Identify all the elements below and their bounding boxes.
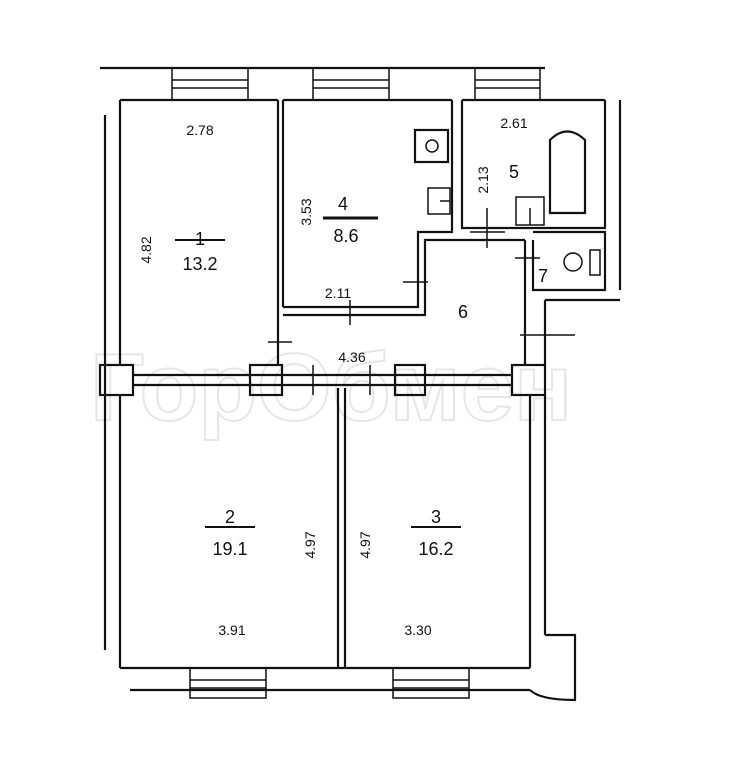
plan-line	[425, 139, 439, 153]
plan-line	[413, 128, 450, 164]
room-area: 16.2	[418, 539, 453, 559]
room-number: 3	[431, 507, 441, 527]
dimensions-room3-length-label: 4.97	[357, 531, 373, 558]
plan-line	[474, 67, 541, 101]
plan-line	[189, 667, 267, 699]
dimensions-room1-length-label: 4.82	[138, 236, 154, 263]
fixtures	[413, 128, 601, 276]
dimensions-room2-length-label: 4.97	[302, 531, 318, 558]
dimensions-room4-length-label: 3.53	[298, 198, 314, 225]
window	[171, 67, 249, 101]
plan-line	[283, 238, 525, 317]
room-labels: 1 13.2 2 19.1 3 16.2 4 8.6 5 6 7	[175, 162, 548, 559]
room-number: 2	[225, 507, 235, 527]
room-number: 6	[458, 302, 468, 322]
doors	[268, 208, 575, 395]
room-number: 4	[338, 194, 348, 214]
column	[98, 363, 135, 397]
dimensions-room1-width-label: 2.78	[186, 122, 213, 138]
room-number: 5	[509, 162, 519, 182]
dimensions-corridor-width-label: 4.36	[338, 349, 365, 365]
window	[189, 667, 267, 699]
dimensions-room3-width-label: 3.30	[404, 622, 431, 638]
dimensions-room4-width-label: 2.11	[325, 285, 351, 301]
room-number: 7	[538, 266, 548, 286]
room-area: 19.1	[212, 539, 247, 559]
plan-line	[563, 252, 583, 272]
plan-line	[529, 633, 577, 702]
plan-line	[312, 67, 390, 101]
column	[393, 363, 427, 397]
window	[312, 67, 390, 101]
dimensions-room5-length-label: 2.13	[475, 166, 491, 193]
walls	[98, 66, 622, 702]
column	[248, 363, 284, 397]
window	[392, 667, 470, 699]
plan-line	[531, 230, 607, 292]
plan-line	[589, 249, 601, 276]
dimensions-room5-width-label: 2.61	[500, 115, 527, 131]
plan-line	[548, 130, 587, 215]
plan-line	[171, 67, 249, 101]
stove-icon	[413, 128, 450, 164]
sink-icon	[515, 196, 545, 226]
dimension-labels: 2.78 4.82 3.53 2.11 2.61 2.13 4.36 4.97 …	[138, 115, 528, 638]
dimensions-room2-width-label: 3.91	[218, 622, 245, 638]
bathtub-icon	[548, 130, 587, 215]
plan-line	[460, 100, 607, 230]
toilet-icon	[563, 249, 601, 276]
window	[474, 67, 541, 101]
sink-icon	[427, 187, 451, 215]
plan-line	[392, 667, 470, 699]
room-area: 8.6	[333, 226, 358, 246]
plan-line	[283, 100, 454, 309]
watermark: ГорОбмен	[90, 334, 572, 441]
room-area: 13.2	[182, 254, 217, 274]
column	[510, 363, 547, 397]
